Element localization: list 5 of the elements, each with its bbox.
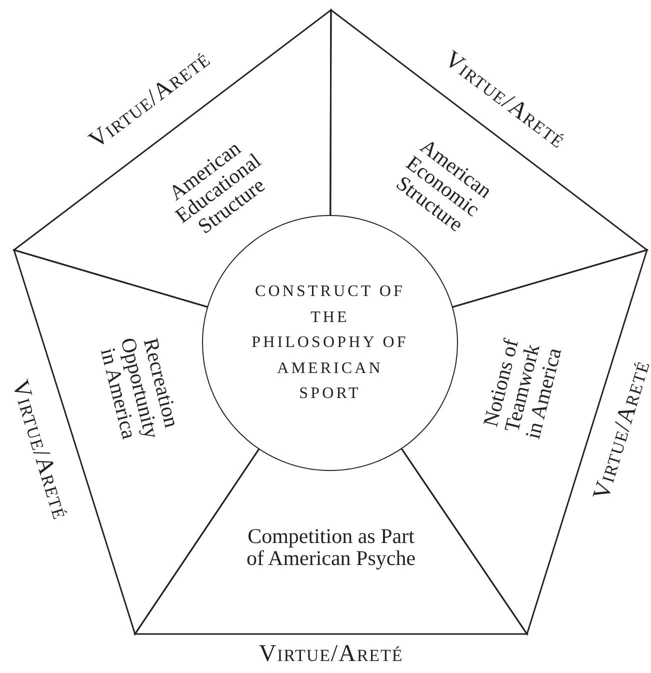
sector-label: Recreation Opportunity in America — [94, 334, 186, 444]
virtue-label: Virtue/Areté — [258, 642, 404, 666]
sector-label: Competition as Part of American Psyche — [246, 525, 416, 570]
circle-title: CONSTRUCT OF THE PHILOSOPHY OF AMERICAN SPORT — [251, 282, 409, 404]
sector-label: Notions of Teamwork in America — [477, 336, 568, 444]
